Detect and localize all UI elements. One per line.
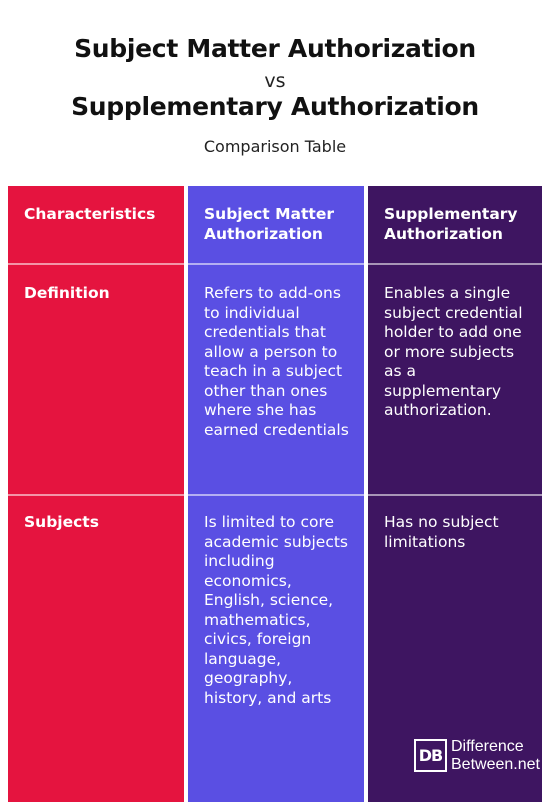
header-characteristics: Characteristics: [24, 205, 156, 223]
row-label-subjects: Subjects: [24, 513, 99, 531]
row-divider: [8, 494, 542, 496]
row-label-definition: Definition: [24, 284, 110, 302]
differencebetween-logo[interactable]: DB Difference Between.net: [414, 737, 542, 777]
logo-line2: Between.net: [451, 756, 540, 773]
title-supplementary: Supplementary Authorization: [71, 92, 479, 121]
vs-label: vs: [264, 70, 286, 92]
subtitle: Comparison Table: [203, 137, 347, 156]
db-monogram-icon: DB: [414, 739, 447, 772]
logo-line1: Difference: [451, 738, 524, 755]
header-supplementary: Supplementary Authorization: [384, 205, 518, 243]
title-subject-matter: Subject Matter Authorization: [74, 34, 476, 63]
header-subject-matter: Subject Matter Authorization: [204, 205, 334, 243]
definition-subject-matter: Refers to add-ons to individual credenti…: [204, 284, 349, 439]
subjects-supplementary: Has no subject limitations: [384, 513, 499, 551]
row-divider: [8, 263, 542, 265]
definition-supplementary: Enables a single subject credential hold…: [384, 284, 523, 419]
subjects-subject-matter: Is limited to core academic subjects inc…: [204, 513, 349, 707]
